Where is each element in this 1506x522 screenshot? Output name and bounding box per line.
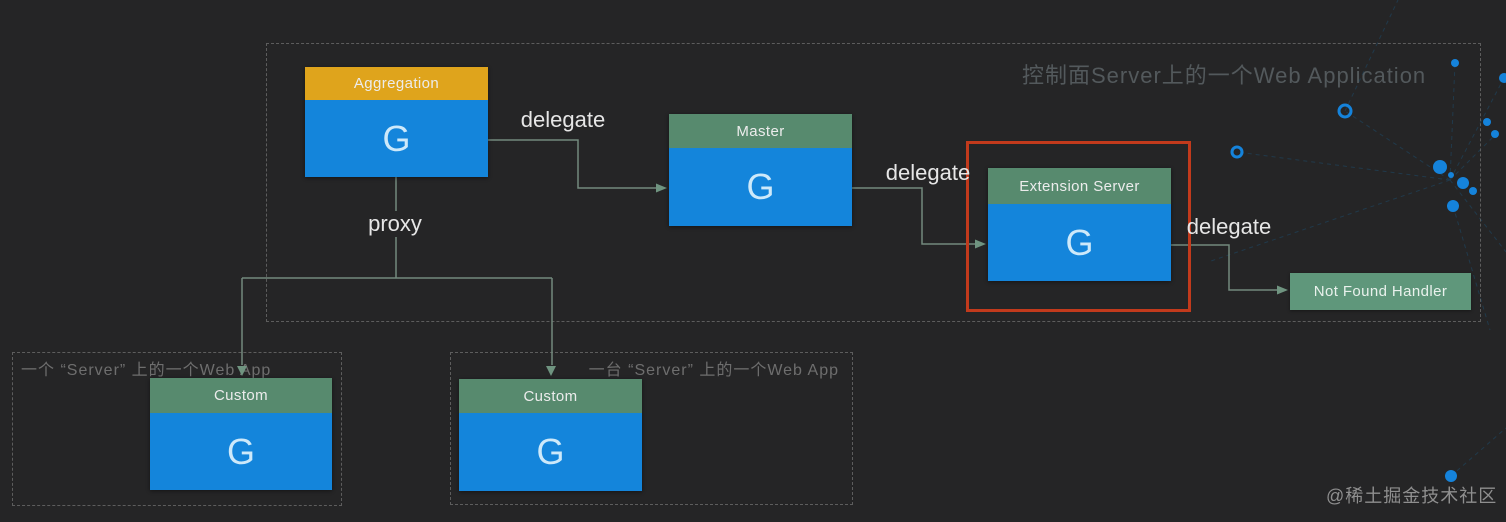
- node-not-found-handler: Not Found Handler: [1290, 273, 1471, 310]
- node-master-title: Master: [669, 114, 852, 148]
- arrowhead-into-extension: [975, 239, 986, 249]
- server-app-right-caption: 一台 “Server” 上的一个Web App: [588, 362, 839, 379]
- node-custom-right: Custom G: [459, 379, 642, 491]
- server-app-left-caption: 一个 “Server” 上的一个Web App: [21, 362, 272, 379]
- node-extension-server-title: Extension Server: [988, 168, 1171, 204]
- node-custom-right-g-label: G: [459, 413, 642, 491]
- node-custom-left-title: Custom: [150, 378, 332, 413]
- edge-label-delegate-3: delegate: [1186, 214, 1272, 239]
- arrowhead-into-notfound: [1277, 285, 1288, 295]
- server-app-left-boundary: 一个 “Server” 上的一个Web App: [12, 352, 342, 506]
- node-aggregation: Aggregation G: [305, 67, 488, 177]
- edge-master-to-extension: [852, 187, 975, 245]
- node-custom-right-title: Custom: [459, 379, 642, 413]
- connector-arrowheads: [237, 183, 1288, 376]
- node-custom-left: Custom G: [150, 378, 332, 490]
- arrowhead-into-custom-left: [237, 366, 247, 376]
- extension-server-highlight: [966, 141, 1191, 312]
- node-master: Master G: [669, 114, 852, 226]
- edge-label-delegate-1: delegate: [520, 107, 606, 132]
- node-aggregation-g-label: G: [305, 100, 488, 177]
- constellation-dots: [1230, 59, 1506, 482]
- node-custom-left-g-label: G: [150, 413, 332, 490]
- node-extension-server-g-label: G: [988, 204, 1171, 281]
- node-master-g-label: G: [669, 148, 852, 226]
- arrowhead-into-custom-right: [546, 366, 556, 376]
- constellation-lines: [1207, 0, 1506, 477]
- node-aggregation-title: Aggregation: [305, 67, 488, 100]
- arrowhead-into-master: [656, 183, 667, 193]
- edge-extension-to-notfound: [1170, 244, 1277, 291]
- edge-aggregation-to-master: [487, 139, 656, 189]
- node-extension-server: Extension Server G: [988, 168, 1171, 281]
- watermark: @稀土掘金技术社区: [1326, 486, 1498, 506]
- edge-label-proxy: proxy: [360, 211, 430, 237]
- server-app-right-boundary: 一台 “Server” 上的一个Web App: [450, 352, 853, 505]
- edge-label-delegate-2: delegate: [885, 160, 971, 185]
- edge-proxy-branches: [241, 177, 553, 365]
- control-plane-boundary: [266, 43, 1481, 322]
- control-plane-title: 控制面Server上的一个Web Application: [1022, 63, 1427, 88]
